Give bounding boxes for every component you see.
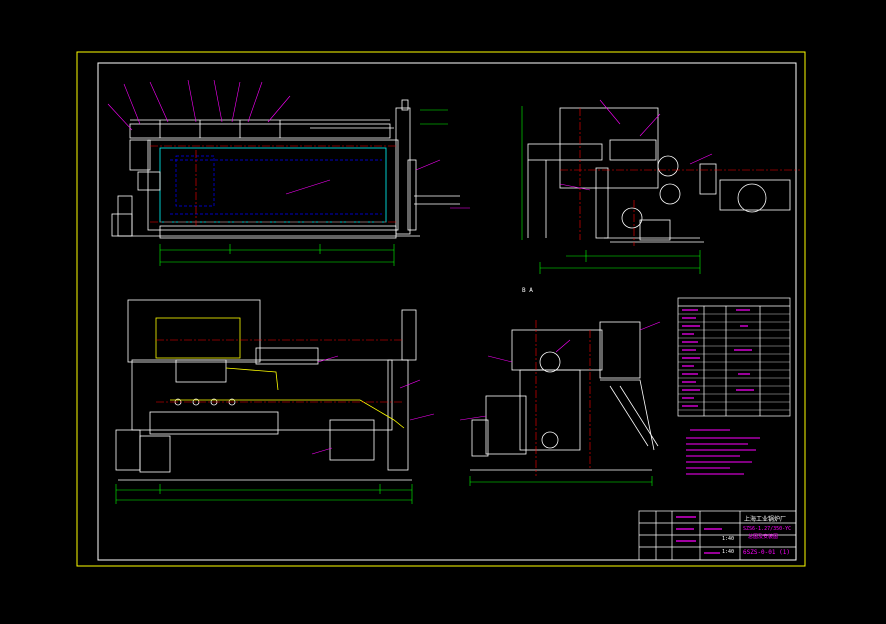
view-label-a: B A [522, 287, 533, 294]
boiler-side-dimensions [159, 109, 448, 266]
boiler-side-elevation [111, 99, 460, 239]
spec-table-cell-marks [682, 309, 754, 407]
boiler-plan-leaders [311, 355, 435, 455]
title-description: 总图及安装图 [748, 534, 779, 540]
boiler-plan-pipes [170, 367, 405, 429]
title-scale-2: 1:40 [722, 549, 735, 555]
spec-table [677, 297, 791, 417]
boiler-section-center-lines [535, 320, 591, 476]
boiler-side-center-lines [150, 145, 396, 226]
boiler-side-hidden-lines [170, 155, 382, 215]
boiler-plan-center-lines [156, 339, 404, 403]
drawing-frame [97, 62, 797, 561]
boiler-end-elevation [527, 107, 791, 243]
boiler-section-view [470, 321, 659, 471]
spec-table-rows [678, 313, 790, 411]
boiler-section-leaders [459, 321, 661, 421]
boiler-plan-view [115, 299, 417, 481]
boiler-end-center-lines [560, 108, 800, 246]
title-drawing-number: 6SZS-0-01 (1) [743, 549, 790, 556]
sheet-border [76, 51, 806, 567]
boiler-end-dimensions [521, 106, 701, 274]
title-model: SZS6-1.27/350-YC [743, 526, 792, 532]
title-block-marks [676, 516, 722, 554]
title-company: 上海工业锅炉厂 [744, 516, 787, 523]
boiler-end-leaders [559, 99, 713, 191]
title-scale-1: 1:40 [722, 536, 735, 542]
technical-notes [686, 429, 760, 475]
boiler-section-dimensions [469, 476, 653, 486]
title-block [638, 510, 797, 561]
boiler-side-leaders [107, 79, 470, 209]
boiler-plan-dimensions [115, 484, 413, 504]
